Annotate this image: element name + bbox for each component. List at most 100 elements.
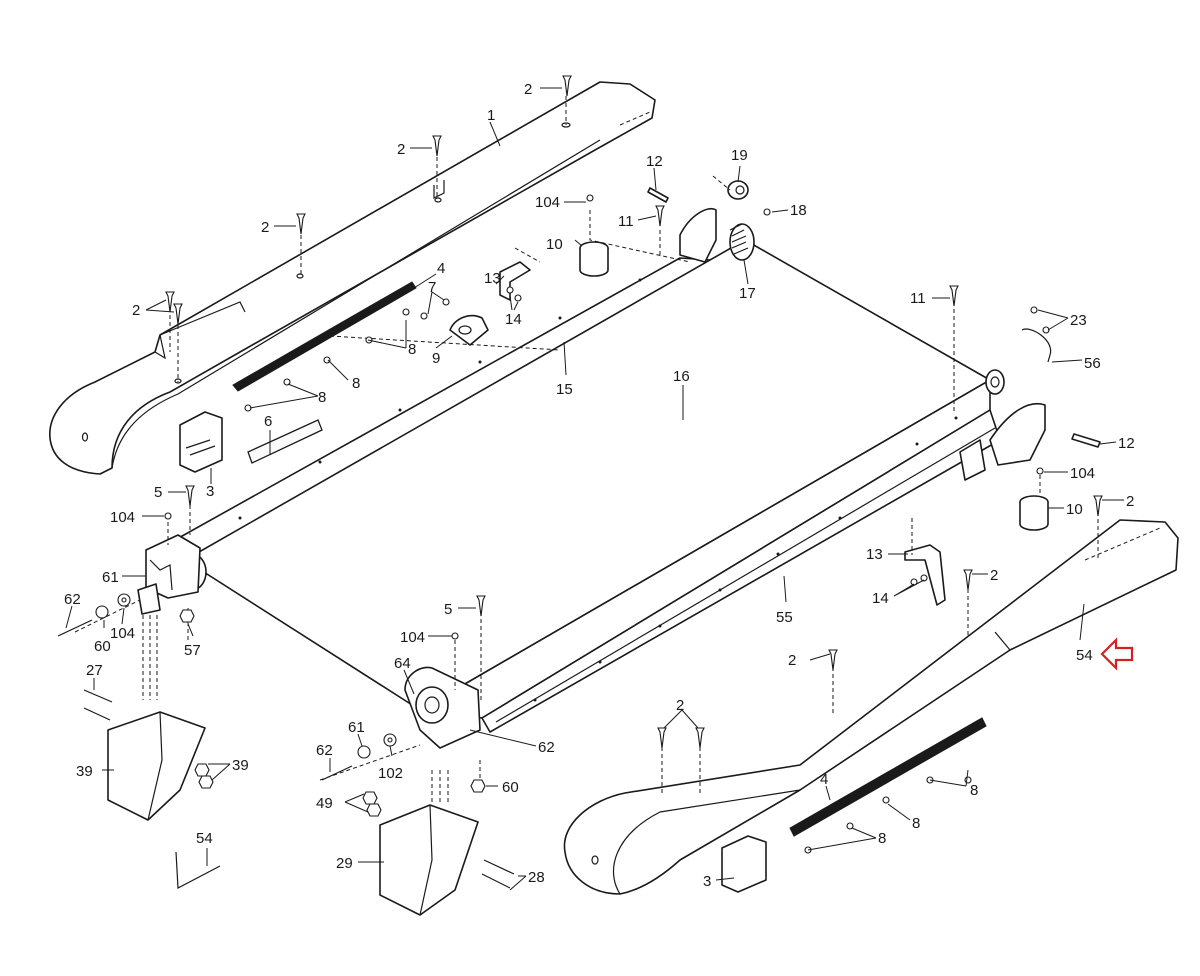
callout-104: 104 (1070, 465, 1095, 482)
part-29-leg-left (107, 711, 206, 821)
screw-icon (173, 303, 183, 325)
part-19-cap (727, 180, 749, 200)
callout-2: 2 (397, 141, 405, 158)
frame-rivets (238, 278, 958, 702)
right-side-rail (563, 519, 1179, 895)
callout-8: 8 (970, 782, 978, 799)
callout-54: 54 (1076, 647, 1093, 664)
screw-icon (562, 75, 572, 97)
callout-8: 8 (408, 341, 416, 358)
upper-rail-strip (232, 281, 417, 392)
callout-104: 104 (400, 629, 425, 646)
callout-64: 64 (394, 655, 411, 672)
leader-lines (65, 87, 1124, 891)
part-28-leg-right (379, 804, 479, 916)
callout-3: 3 (703, 873, 711, 890)
callout-3: 3 (206, 483, 214, 500)
callout-8: 8 (878, 830, 886, 847)
callout-2: 2 (1126, 493, 1134, 510)
callout-6: 6 (264, 413, 272, 430)
callout-23: 23 (1070, 312, 1087, 329)
screw-icon (185, 485, 195, 507)
callout-8: 8 (912, 815, 920, 832)
fasteners (57, 75, 1103, 889)
callout-49: 54 (196, 830, 213, 847)
callout-60: 60 (94, 638, 111, 655)
screw-icon (949, 285, 959, 307)
callout-13: 14 (505, 311, 522, 328)
callout-7: 7 (428, 279, 436, 296)
deck-and-belt (137, 208, 1046, 749)
callout-28: 29 (336, 855, 353, 872)
callout-14: 12 (1118, 435, 1135, 452)
callout-17: 17 (739, 285, 756, 302)
callout-60: 61 (348, 719, 365, 736)
callout-4: 4 (437, 260, 445, 277)
callout-14: 12 (646, 153, 663, 170)
callout-57: 60 (502, 779, 519, 796)
callout-5: 5 (444, 601, 452, 618)
callout-12: 13 (484, 270, 501, 287)
callout-61-label: 62 (538, 739, 555, 756)
part-9-sensor (449, 314, 489, 346)
callout-27: 27 (86, 662, 103, 679)
callout-2: 2 (990, 567, 998, 584)
callout-27: 28 (528, 869, 545, 886)
callout-8: 8 (318, 389, 326, 406)
callout-55: 55 (776, 609, 793, 626)
callout-11: 11 (618, 213, 634, 230)
callout-labels: 2 1 2 2 2 4 7 8 8 8 9 6 3 5 104 61 62 60… (64, 81, 1135, 890)
callout-104: 104 (535, 194, 560, 211)
part-12-bracket-lower (904, 544, 946, 606)
screw-icon (695, 727, 705, 749)
screw-icon (963, 569, 973, 591)
callout-15: 15 (556, 381, 573, 398)
callout-102: 104 (110, 625, 135, 642)
callout-13: 14 (872, 590, 889, 607)
part-49-hex-key (175, 851, 221, 889)
part-3-clip-upper (179, 411, 223, 473)
callout-61: 61 (102, 569, 119, 586)
screw-icon (1093, 495, 1103, 517)
callout-9: 9 (432, 350, 440, 367)
highlight-arrow-icon (1100, 637, 1134, 671)
callout-62: 62 (316, 742, 333, 759)
callout-8: 8 (352, 375, 360, 392)
callout-10: 10 (1066, 501, 1083, 518)
screw-icon (165, 291, 175, 313)
part-3-clip-lower (721, 835, 767, 893)
screw-icon (657, 727, 667, 749)
callout-16: 16 (673, 368, 690, 385)
part-12-bracket-upper (499, 261, 531, 301)
callout-104: 104 (110, 509, 135, 526)
callout-2: 2 (524, 81, 532, 98)
callout-2: 2 (132, 302, 140, 319)
callout-19: 19 (731, 147, 748, 164)
part-10-foot-lower (1019, 495, 1049, 531)
callout-56: 56 (1084, 355, 1101, 372)
part-56-wire (1021, 328, 1052, 363)
callout-102: 102 (378, 765, 403, 782)
callout-10: 10 (546, 236, 563, 253)
callout-12: 13 (866, 546, 883, 563)
screw-icon (828, 649, 838, 671)
callout-57: 57 (184, 642, 201, 659)
part-10-foot-upper (579, 241, 609, 277)
callout-2: 2 (788, 652, 796, 669)
callout-29: 39 (76, 763, 93, 780)
screw-icon (432, 135, 442, 157)
part-14-bolts (647, 187, 1101, 448)
callout-1: 1 (487, 107, 495, 124)
screw-icon (476, 595, 486, 617)
part-6-decal (247, 419, 323, 464)
callout-2: 2 (261, 219, 269, 236)
callout-11: 11 (910, 290, 926, 307)
callout-39: 39 (232, 757, 249, 774)
left-side-rail (49, 81, 656, 475)
callout-5: 5 (154, 484, 162, 501)
callout-62: 62 (64, 591, 81, 608)
callout-4: 4 (820, 771, 828, 788)
callout-18: 18 (790, 202, 807, 219)
screw-icon (655, 205, 665, 227)
callout-2: 2 (676, 697, 684, 714)
